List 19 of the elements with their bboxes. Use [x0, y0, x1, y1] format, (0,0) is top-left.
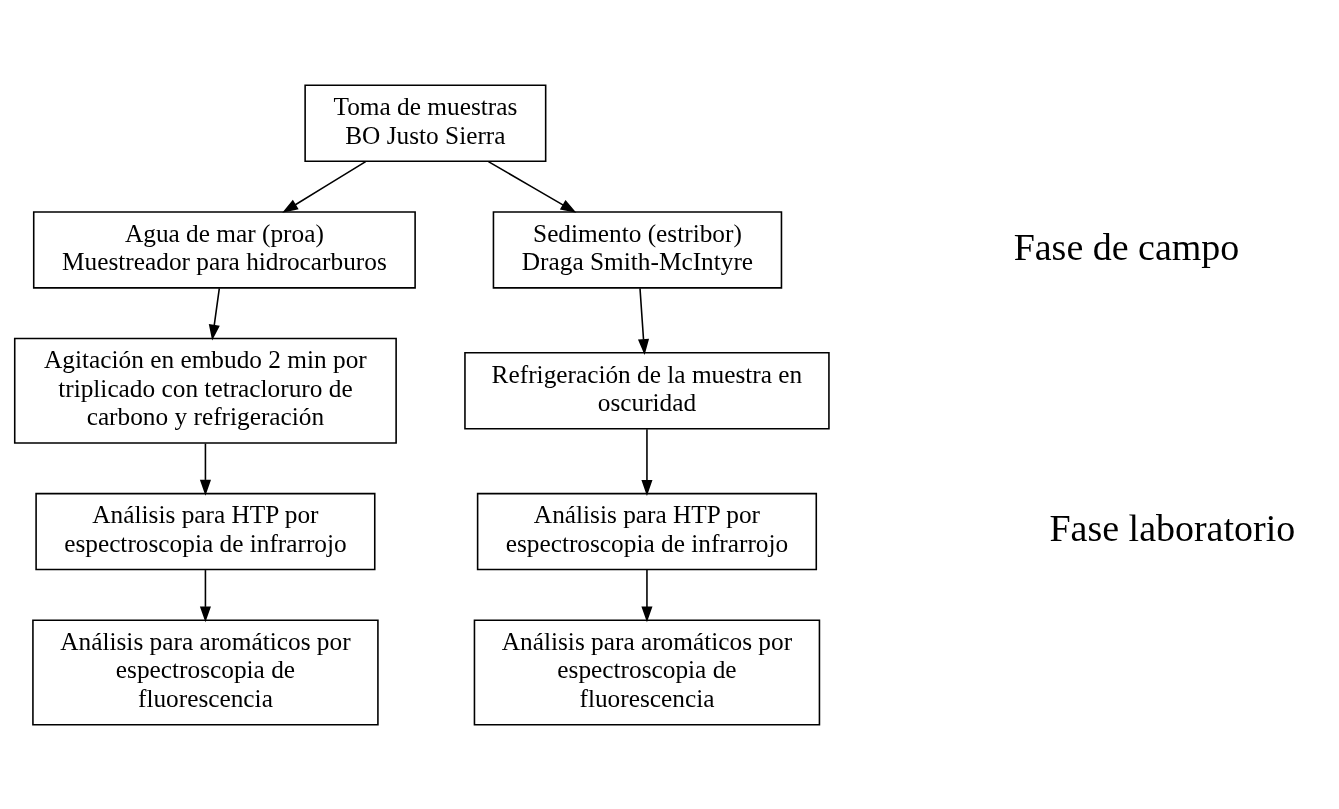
label: Fase laboratorio: [1049, 506, 1296, 549]
node-box: Análisis para aromáticos por espectroscopia de fluorescencia: [473, 618, 821, 725]
label: Fase de campo: [1013, 225, 1240, 268]
arrow: [637, 287, 650, 355]
arrow: [487, 160, 577, 213]
arrow: [641, 568, 653, 622]
node-box: Análisis para HTP por espectroscopia de infrarrojo: [35, 492, 376, 570]
node-box: Análisis para HTP por espectroscopia de infrarrojo: [476, 492, 818, 570]
node-box: Sedimento (estribor) Draga Smith-McIntyre: [492, 210, 783, 289]
node-box: Toma de muestras BO Justo Sierra: [304, 84, 547, 162]
arrow: [641, 427, 653, 496]
arrow: [282, 160, 367, 213]
node-box: Agitación en embudo 2 min por triplicado con tetracloruro de carbono y refrigeración: [13, 337, 397, 444]
arrow: [199, 568, 211, 622]
node-box: Análisis para aromáticos por espectroscopia de fluorescencia: [32, 618, 379, 725]
node-box: Refrigeración de la muestra en oscuridad: [464, 351, 830, 430]
node-box: Agua de mar (proa) Muestreador para hidrocarburos: [32, 210, 416, 289]
arrow: [208, 287, 221, 341]
arrow: [199, 442, 211, 496]
